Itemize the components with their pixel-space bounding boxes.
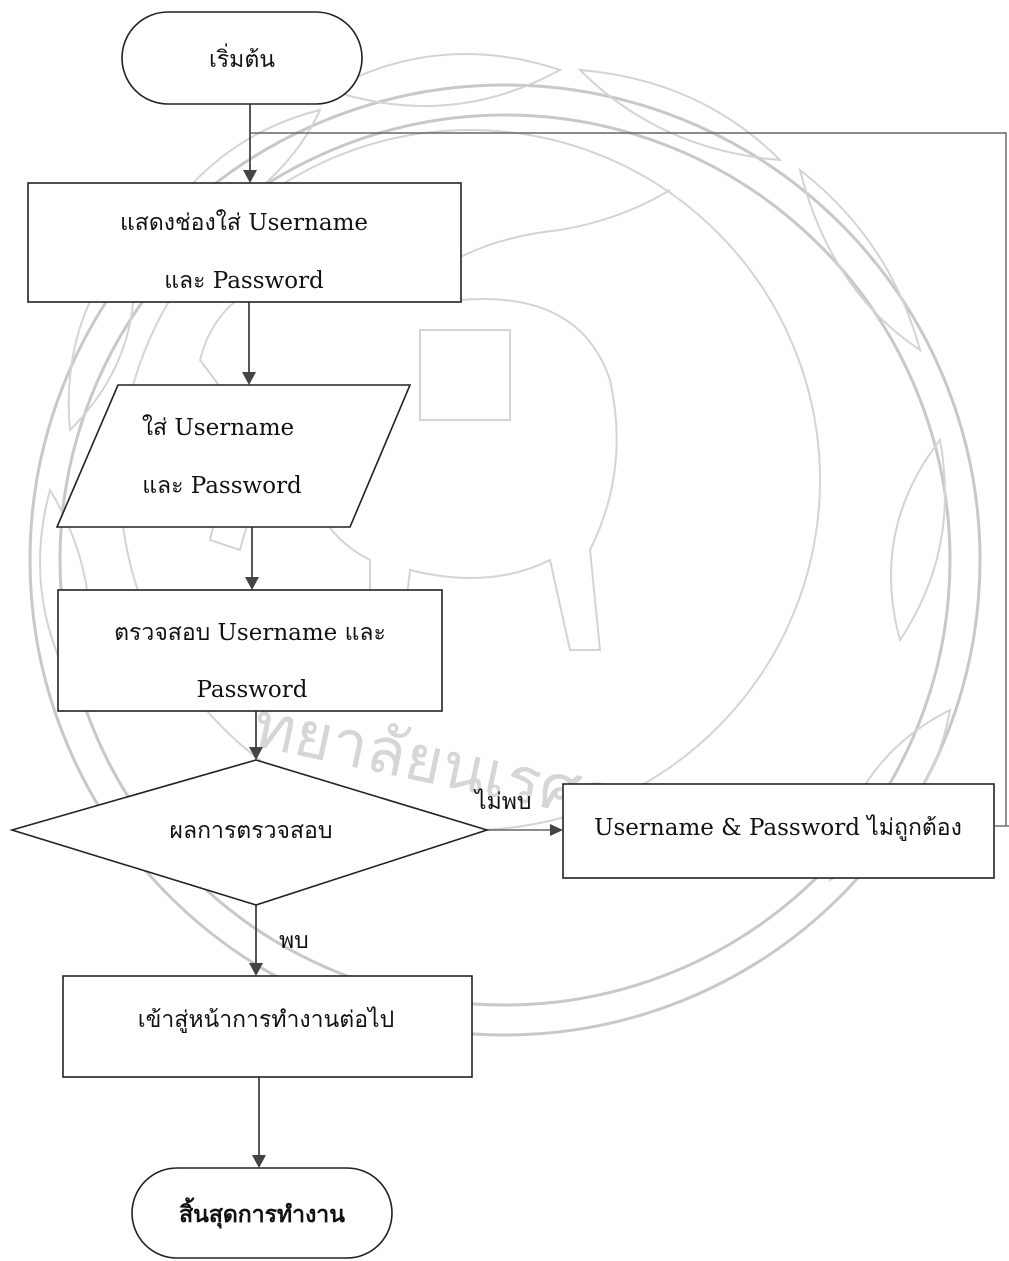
end-terminator: สิ้นสุดการทำงาน xyxy=(131,1167,393,1259)
error-label: Username & Password ไม่ถูกต้อง xyxy=(594,814,962,841)
input-parallelogram: ใส่ Username และ Password xyxy=(55,384,412,528)
connectors xyxy=(242,103,1009,1168)
show-fields-process: แสดงช่องใส่ Username และ Password xyxy=(27,182,462,303)
input-line1: ใส่ Username xyxy=(142,414,294,441)
show-fields-line2: และ Password xyxy=(164,268,324,294)
verify-line2: Password xyxy=(196,677,307,703)
connector-loop-back xyxy=(250,132,1007,826)
decision-diamond: ผลการตรวจสอบ xyxy=(9,759,490,906)
input-line2: และ Password xyxy=(142,473,302,499)
not-found-label: ไม่พบ xyxy=(473,788,532,815)
arrowhead xyxy=(242,372,256,385)
start-label: เริ่มต้น xyxy=(209,43,275,73)
verify-line1: ตรวจสอบ Username และ xyxy=(114,620,386,646)
next-page-label: เข้าสู่หน้าการทำงานต่อไป xyxy=(138,1006,394,1033)
arrowhead xyxy=(249,963,263,976)
verify-process: ตรวจสอบ Username และ Password xyxy=(57,589,443,712)
end-label: สิ้นสุดการทำงาน xyxy=(179,1197,345,1229)
arrowhead xyxy=(252,1155,266,1168)
start-terminator: เริ่มต้น xyxy=(121,11,363,105)
arrowhead xyxy=(550,824,563,836)
decision-label: ผลการตรวจสอบ xyxy=(170,818,333,844)
arrowhead xyxy=(243,170,257,183)
error-process: Username & Password ไม่ถูกต้อง xyxy=(562,783,995,879)
next-page-process: เข้าสู่หน้าการทำงานต่อไป xyxy=(62,975,473,1078)
arrowhead xyxy=(245,577,259,590)
found-label: พบ xyxy=(279,928,309,954)
watermark-outer-ring xyxy=(28,83,982,1037)
arrowhead xyxy=(249,747,263,760)
show-fields-line1: แสดงช่องใส่ Username xyxy=(120,209,368,236)
watermark-inner-ring xyxy=(58,113,952,1007)
